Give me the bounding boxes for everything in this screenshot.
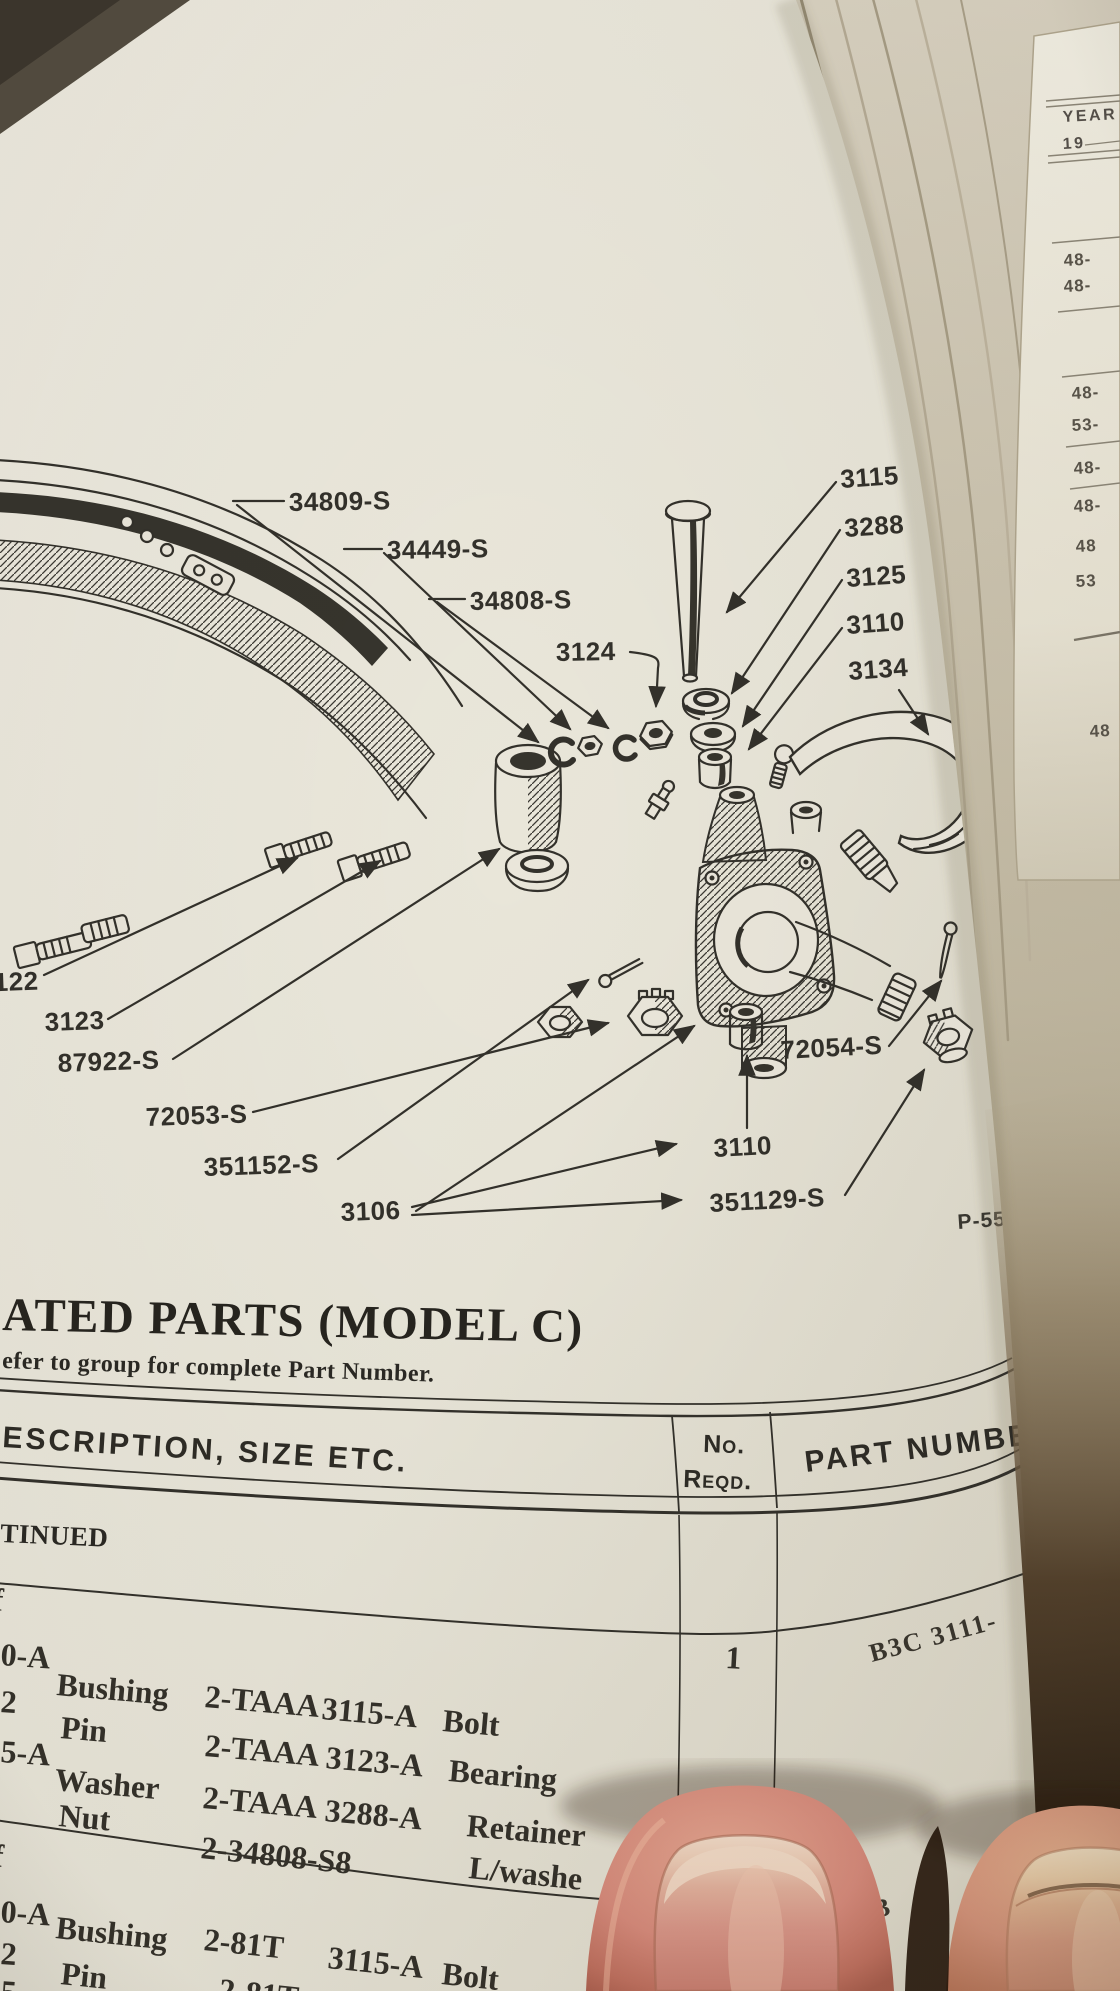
- shadow-top-left-inner: [0, 0, 120, 85]
